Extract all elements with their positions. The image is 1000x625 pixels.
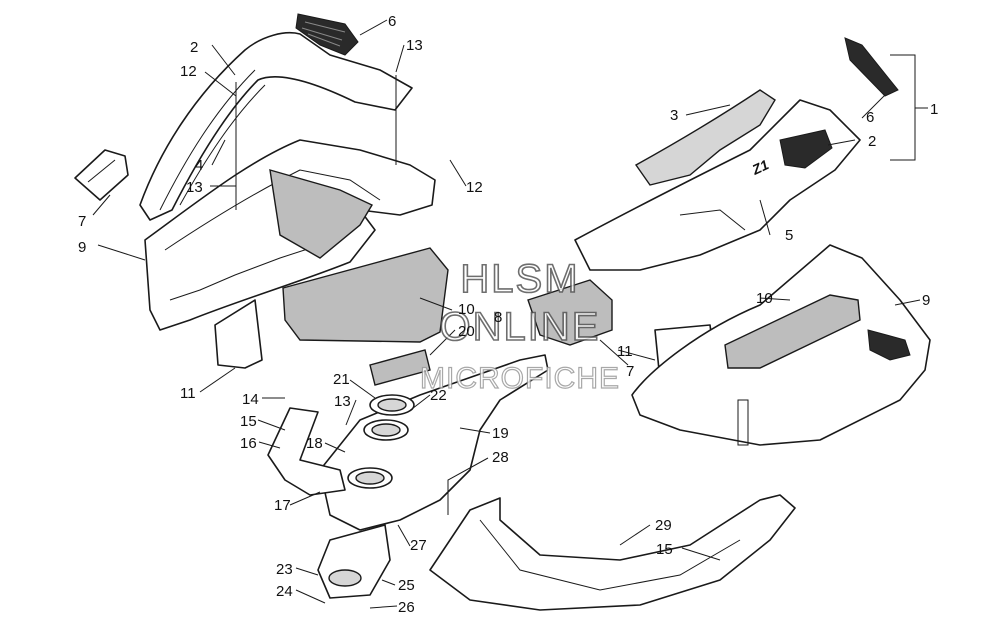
- strake-left: [214, 299, 263, 369]
- upper-hood-left: [139, 32, 413, 221]
- callout-14: 14: [242, 391, 259, 408]
- callout-9-right: 9: [922, 292, 930, 309]
- side-bracket: [267, 407, 346, 496]
- hood-graphic-stripe: [779, 129, 833, 169]
- right-hood-assembly: Z1: [527, 37, 931, 446]
- callout-19: 19: [492, 425, 509, 442]
- callout-15-right: 15: [656, 541, 673, 558]
- left-hood-assembly: [74, 13, 449, 369]
- callout-12-right: 12: [466, 179, 483, 196]
- hood-brand-mark: Z1: [749, 156, 772, 178]
- vent-left: [269, 169, 373, 259]
- callout-21: 21: [333, 371, 350, 388]
- callout-6-right: 6: [866, 109, 874, 126]
- callout-24: 24: [276, 583, 293, 600]
- callout-12-left: 12: [180, 63, 197, 80]
- lower-plate: [317, 524, 391, 599]
- belly-pan: [429, 494, 796, 611]
- callout-16: 16: [240, 435, 257, 452]
- watermark-line3: MICROFICHE: [420, 362, 620, 395]
- callout-3: 3: [670, 107, 678, 124]
- callout-27: 27: [410, 537, 427, 554]
- callout-2-left: 2: [190, 39, 198, 56]
- foam-pad-right: [724, 294, 861, 369]
- callout-23: 23: [276, 561, 293, 578]
- console-stipple: [369, 349, 431, 386]
- watermark-line2: ONLINE: [440, 305, 601, 349]
- callout-17: 17: [274, 497, 291, 514]
- callout-2-right: 2: [868, 133, 876, 150]
- callout-1: 1: [930, 101, 938, 118]
- callout-25: 25: [398, 577, 415, 594]
- belly-pan-assembly: [267, 349, 796, 611]
- watermark-line1: HLSM: [460, 257, 579, 301]
- callout-22: 22: [430, 387, 447, 404]
- callout-7-right: 7: [626, 363, 634, 380]
- callout-26: 26: [398, 599, 415, 616]
- callout-20: 20: [458, 323, 475, 340]
- callout-13-lower: 13: [334, 393, 351, 410]
- vent-right: [867, 329, 911, 361]
- callout-9-left: 9: [78, 239, 86, 256]
- callout-11-left: 11: [180, 385, 196, 402]
- grille-left: [295, 13, 359, 56]
- foam-pad-left: [282, 247, 449, 343]
- callouts: 1 2 2 3 4 5 6 6 7 7 8 9 9 10 10 11 11 12…: [78, 13, 938, 616]
- callout-13-mid: 13: [186, 179, 203, 196]
- callout-6-left: 6: [388, 13, 396, 30]
- callout-8: 8: [494, 309, 502, 326]
- callout-11-right: 11: [617, 343, 633, 360]
- foam-pad-center: [527, 279, 613, 346]
- side-deflector-left: [74, 149, 129, 201]
- callout-13-top: 13: [406, 37, 423, 54]
- callout-10-left: 10: [458, 301, 475, 318]
- callout-5: 5: [785, 227, 793, 244]
- watermark: HLSM ONLINE MICROFICHE: [419, 256, 620, 395]
- callout-10-right: 10: [756, 290, 773, 307]
- grille-right: [844, 37, 899, 97]
- callout-7-left: 7: [78, 213, 86, 230]
- hood-decal-panel: [634, 89, 776, 186]
- callout-18: 18: [306, 435, 323, 452]
- leader-lines: [92, 19, 928, 609]
- callout-28: 28: [492, 449, 509, 466]
- callout-15-left: 15: [240, 413, 257, 430]
- callout-4: 4: [195, 157, 203, 174]
- callout-29: 29: [655, 517, 672, 534]
